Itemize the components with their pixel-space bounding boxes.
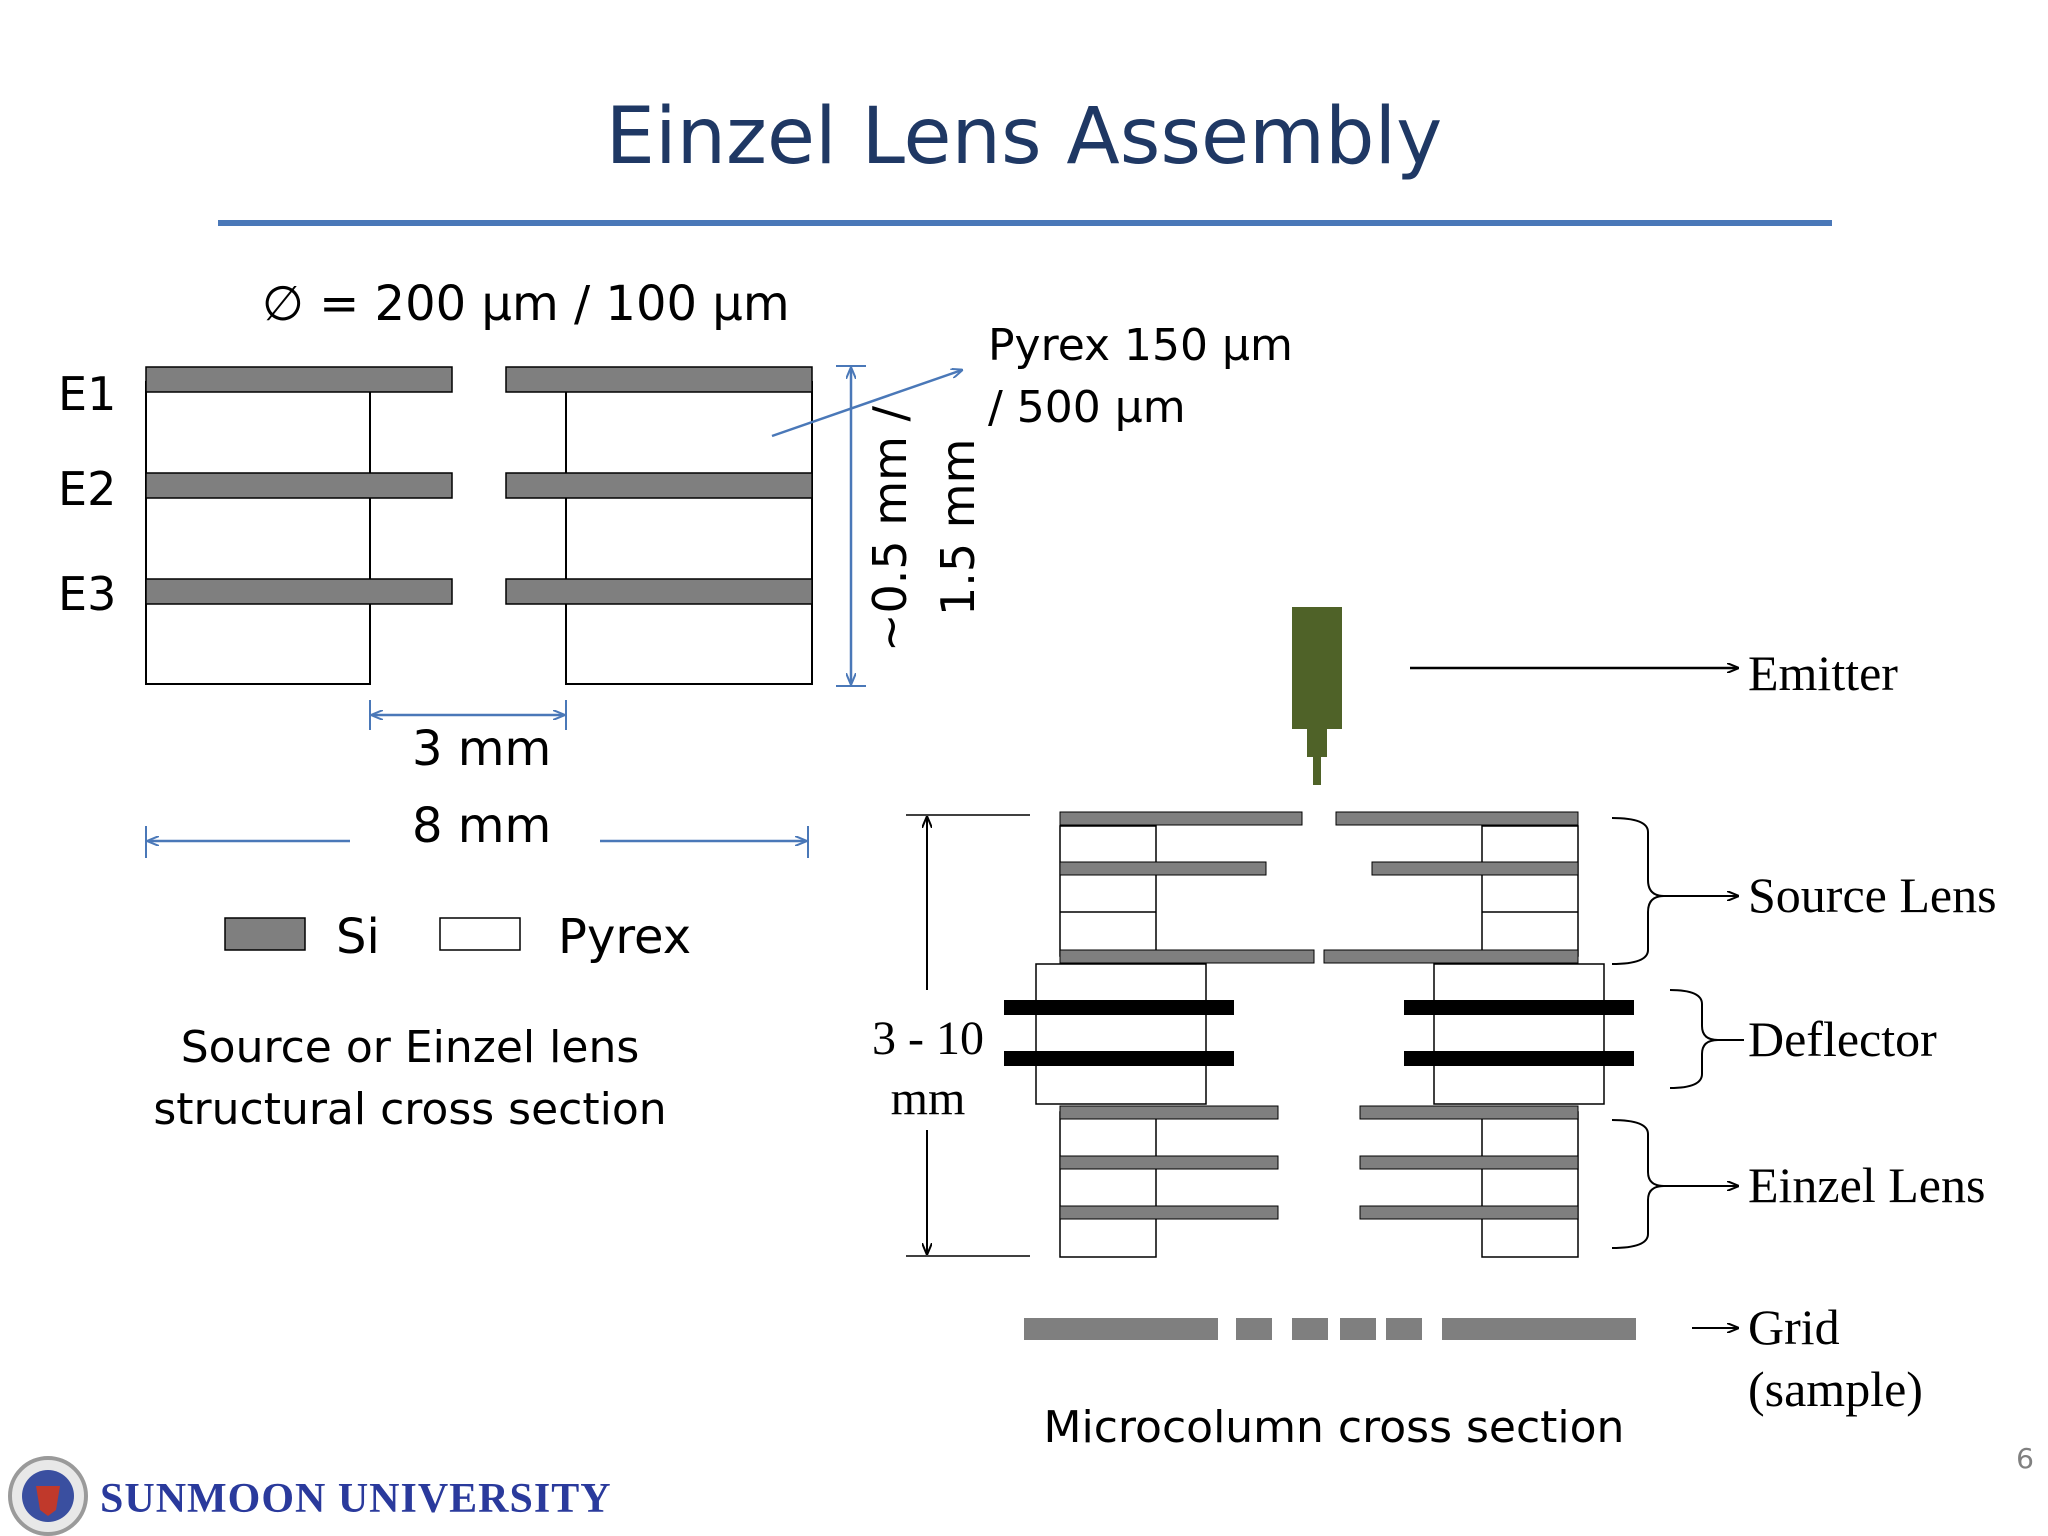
deflector-pyrex [1035, 963, 1605, 1105]
deflector-brace [1669, 989, 1719, 1089]
electrode-label-e2: E2 [58, 462, 116, 516]
source-si-bot-left [1059, 949, 1315, 964]
diameter-label: ∅ = 200 μm / 100 μm [262, 276, 790, 332]
pyrex-block-right [565, 381, 813, 685]
left-diagram: ∅ = 200 μm / 100 μm E1 E2 E3 [58, 276, 1293, 1135]
legend-si-label: Si [336, 909, 380, 965]
einzel-si-top-right [1359, 1105, 1579, 1120]
right-diagram: Emitter [872, 607, 1997, 1453]
deflector-pyrex-left [1035, 963, 1207, 1105]
inner-dimension-label: 3 mm [412, 721, 551, 777]
si-electrode-e3-right [505, 578, 813, 605]
electrode-label-e3: E3 [58, 567, 116, 621]
si-electrode-e3-left [145, 578, 453, 605]
si-electrode-e2-right [505, 472, 813, 499]
height-dimension-label-line2: mm [891, 1072, 966, 1125]
si-electrode-e1-right [505, 366, 813, 393]
deflector-plate-upper-right [1404, 1000, 1634, 1015]
emitter-label: Emitter [1748, 645, 1898, 701]
source-si-bot-right [1323, 949, 1579, 964]
grid-segment-4 [1386, 1318, 1422, 1340]
electrode-label-e1: E1 [58, 367, 116, 421]
grid-segment-1 [1236, 1318, 1272, 1340]
einzel-si-top-left [1059, 1105, 1279, 1120]
source-lens-pyrex [1059, 825, 1579, 957]
source-si-mid-right [1371, 861, 1579, 876]
vertical-dimension-label-line1: ~0.5 mm / [863, 405, 917, 652]
grid-segment-2 [1292, 1318, 1328, 1340]
einzel-pyrex-left [1059, 1111, 1157, 1258]
einzel-si-mid-left [1059, 1155, 1279, 1170]
logo-shield [36, 1486, 60, 1516]
einzel-lens-silicon [1059, 1105, 1579, 1220]
grid-bar-right [1442, 1318, 1636, 1340]
einzel-lens-label: Einzel Lens [1748, 1157, 1985, 1213]
deflector-plate-lower-right [1404, 1051, 1634, 1066]
einzel-si-bot-left [1059, 1205, 1279, 1220]
deflector-plate-lower-left [1004, 1051, 1234, 1066]
grid-label-line2: (sample) [1748, 1361, 1923, 1417]
si-electrode-e2-left [145, 472, 453, 499]
vertical-dimension-label-line2: 1.5 mm [931, 439, 985, 616]
grid-sample [1024, 1318, 1636, 1340]
einzel-si-bot-right [1359, 1205, 1579, 1220]
legend-si-swatch [224, 917, 306, 951]
pyrex-block-left-outer [145, 381, 371, 685]
deflector-plate-upper-left [1004, 1000, 1234, 1015]
deflector-pyrex-right [1433, 963, 1605, 1105]
source-si-mid-left [1059, 861, 1267, 876]
left-caption-line1: Source or Einzel lens [181, 1022, 640, 1073]
grid-segment-3 [1340, 1318, 1376, 1340]
left-silicon-electrodes [145, 366, 813, 605]
outer-dimension-label: 8 mm [412, 798, 551, 854]
source-lens-brace [1611, 817, 1665, 965]
right-caption: Microcolumn cross section [1044, 1402, 1625, 1453]
left-caption-line2: structural cross section [153, 1084, 666, 1135]
university-logo [8, 1456, 88, 1536]
source-lens-silicon [1059, 811, 1579, 964]
slide-title: Einzel Lens Assembly [605, 92, 1443, 182]
university-name: SUNMOON UNIVERSITY [100, 1476, 612, 1522]
einzel-si-mid-right [1359, 1155, 1579, 1170]
legend-pyrex-swatch [439, 917, 521, 951]
left-pyrex-spacers [145, 381, 813, 685]
si-electrode-e1-left [145, 366, 453, 393]
pyrex-block-left-inner-gap [370, 382, 452, 684]
title-rule [218, 220, 1832, 226]
source-pyrex-left [1059, 825, 1157, 957]
grid-bar-left [1024, 1318, 1218, 1340]
deflector-plates [1004, 1000, 1634, 1066]
legend-pyrex-label: Pyrex [558, 909, 691, 965]
emitter-tip [1292, 607, 1342, 785]
emitter-neck [1307, 729, 1327, 757]
source-pyrex-right [1481, 825, 1579, 957]
pyrex-thickness-label-line2: / 500 μm [988, 382, 1186, 433]
source-lens-label: Source Lens [1748, 867, 1997, 923]
pyrex-thickness-label-line1: Pyrex 150 μm [988, 320, 1293, 371]
emitter-body [1292, 607, 1342, 729]
einzel-lens-brace [1611, 1119, 1665, 1249]
electrode-labels: E1 E2 E3 [58, 367, 116, 621]
grid-label-line1: Grid [1748, 1299, 1840, 1355]
deflector-label: Deflector [1748, 1011, 1937, 1067]
einzel-pyrex-right [1481, 1111, 1579, 1258]
height-dimension-label-line1: 3 - 10 [872, 1012, 984, 1065]
source-si-top-right [1335, 811, 1579, 826]
page-number: 6 [2016, 1442, 2034, 1475]
pyrex-leader-arrow [771, 370, 962, 438]
source-si-top-left [1059, 811, 1303, 826]
einzel-lens-pyrex [1059, 1111, 1579, 1258]
emitter-needle [1313, 757, 1321, 785]
